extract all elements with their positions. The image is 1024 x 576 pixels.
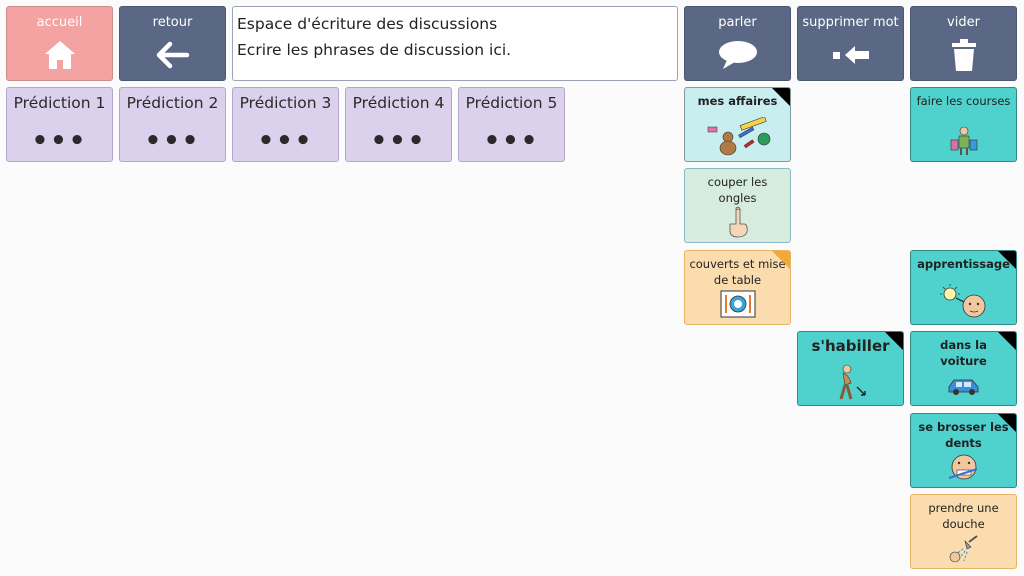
tile-couper-ongles[interactable]: couper les ongles <box>684 168 791 243</box>
prediction-label: Prédiction 4 <box>352 94 445 112</box>
prediction-2[interactable]: Prédiction 2 ••• <box>119 87 226 162</box>
back-button[interactable]: retour <box>119 6 226 81</box>
message-line-1: Espace d'écriture des discussions <box>237 15 498 33</box>
speech-bubble-icon <box>685 38 790 72</box>
tile-label: dans la voiture <box>940 338 987 368</box>
shopping-person-icon <box>911 125 1016 157</box>
home-button[interactable]: accueil <box>6 6 113 81</box>
tile-label: couper les ongles <box>707 175 768 205</box>
prediction-3[interactable]: Prédiction 3 ••• <box>232 87 339 162</box>
tile-label: se brosser les dents <box>918 420 1009 450</box>
clear-label: vider <box>947 15 980 30</box>
folder-corner-icon <box>885 332 903 350</box>
prediction-5[interactable]: Prédiction 5 ••• <box>458 87 565 162</box>
dots-icon: ••• <box>31 126 88 156</box>
dots-icon: ••• <box>370 126 427 156</box>
folder-corner-icon <box>998 414 1016 432</box>
folder-se-brosser-les-dents[interactable]: se brosser les dents <box>910 413 1017 488</box>
car-icon <box>911 369 1016 401</box>
tile-label: apprentissage <box>917 257 1010 271</box>
toothbrush-face-icon <box>911 451 1016 483</box>
belongings-icon <box>685 117 790 157</box>
prediction-1[interactable]: Prédiction 1 ••• <box>6 87 113 162</box>
dressing-person-icon <box>798 363 903 401</box>
delete-word-icon <box>798 38 903 72</box>
folder-corner-icon <box>772 251 790 269</box>
folder-apprentissage[interactable]: apprentissage <box>910 250 1017 325</box>
delete-word-label: supprimer mot <box>802 15 899 30</box>
place-setting-icon <box>685 288 790 320</box>
tile-label: s'habiller <box>811 337 890 355</box>
prediction-4[interactable]: Prédiction 4 ••• <box>345 87 452 162</box>
arrow-left-icon <box>120 38 225 72</box>
delete-word-button[interactable]: supprimer mot <box>797 6 904 81</box>
tile-label: faire les courses <box>916 94 1011 108</box>
speak-button[interactable]: parler <box>684 6 791 81</box>
message-input[interactable]: Espace d'écriture des discussions Ecrire… <box>232 6 678 81</box>
finger-nail-icon <box>685 206 790 238</box>
trash-icon <box>911 38 1016 72</box>
shower-icon <box>911 532 1016 564</box>
clear-button[interactable]: vider <box>910 6 1017 81</box>
prediction-label: Prédiction 3 <box>239 94 332 112</box>
folder-corner-icon <box>998 332 1016 350</box>
folder-corner-icon <box>998 251 1016 269</box>
home-icon <box>7 38 112 72</box>
tile-prendre-une-douche[interactable]: prendre une douche <box>910 494 1017 569</box>
tile-label: prendre une douche <box>928 501 999 531</box>
prediction-label: Prédiction 2 <box>126 94 219 112</box>
prediction-label: Prédiction 5 <box>465 94 558 112</box>
dots-icon: ••• <box>483 126 540 156</box>
dots-icon: ••• <box>257 126 314 156</box>
lightbulb-head-icon <box>911 282 1016 320</box>
home-label: accueil <box>36 15 83 30</box>
folder-couverts-mise-de-table[interactable]: couverts et mise de table <box>684 250 791 325</box>
dots-icon: ••• <box>144 126 201 156</box>
folder-dans-la-voiture[interactable]: dans la voiture <box>910 331 1017 406</box>
tile-label: mes affaires <box>697 94 778 108</box>
speak-label: parler <box>718 15 757 30</box>
prediction-label: Prédiction 1 <box>13 94 106 112</box>
folder-mes-affaires[interactable]: mes affaires <box>684 87 791 162</box>
back-label: retour <box>152 15 193 30</box>
tile-faire-les-courses[interactable]: faire les courses <box>910 87 1017 162</box>
folder-corner-icon <box>772 88 790 106</box>
tile-label: couverts et mise de table <box>689 257 786 287</box>
folder-s-habiller[interactable]: s'habiller <box>797 331 904 406</box>
message-line-2: Ecrire les phrases de discussion ici. <box>237 41 512 59</box>
